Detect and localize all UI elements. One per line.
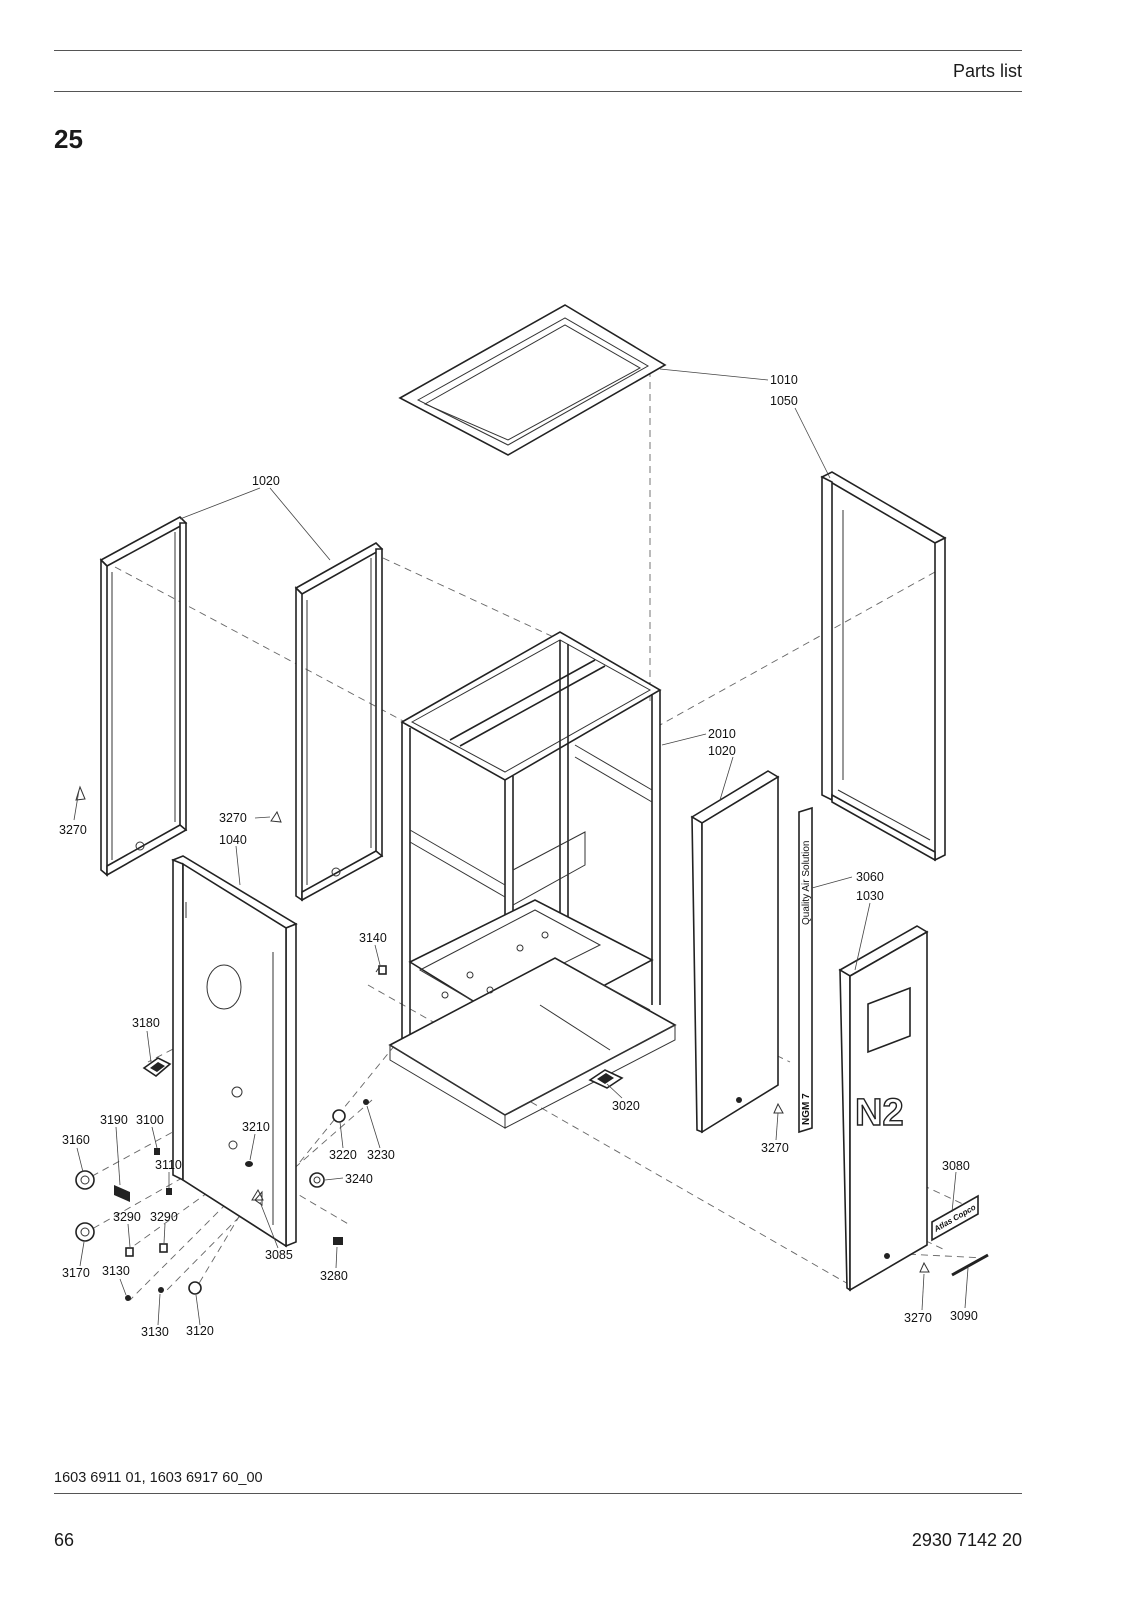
callout-1010: 1010 — [770, 373, 798, 387]
banner-decal-model: NGM 7 — [801, 1093, 812, 1125]
banner-decal: Quality Air Solution NGM 7 — [798, 806, 813, 1134]
callout-3020: 3020 — [612, 1099, 640, 1113]
callout-1040: 1040 — [219, 833, 247, 847]
callout-3290-left: 3290 — [113, 1210, 141, 1224]
n2-logo: N2 — [855, 1092, 904, 1134]
header-title: Parts list — [952, 61, 1022, 81]
callout-3270-right-panel: 3270 — [761, 1141, 789, 1155]
callout-3060: 3060 — [856, 870, 884, 884]
callout-3270-front: 3270 — [904, 1311, 932, 1325]
callout-1030: 1030 — [856, 889, 884, 903]
drawing-reference: 1603 6911 01, 1603 6917 60_00 — [54, 1470, 263, 1486]
banner-decal-text: Quality Air Solution — [801, 841, 812, 926]
callout-3110: 3110 — [155, 1158, 182, 1172]
callout-3170: 3170 — [62, 1266, 90, 1280]
callout-3090: 3090 — [950, 1309, 978, 1323]
callout-3100: 3100 — [136, 1113, 164, 1127]
callout-1050: 1050 — [770, 394, 798, 408]
callout-3270-mid: 3270 — [219, 811, 247, 825]
callout-3230: 3230 — [367, 1148, 395, 1162]
side-panel-middle — [294, 542, 384, 902]
callout-numbers: 1010 1050 1020 2010 1020 3270 3270 1040 … — [59, 373, 978, 1339]
base-frame — [388, 631, 677, 1129]
header-rule-bottom — [54, 91, 1022, 92]
callout-3270-left: 3270 — [59, 823, 87, 837]
document-number: 2930 7142 20 — [911, 1530, 1022, 1550]
callout-3085: 3085 — [265, 1248, 293, 1262]
side-panel-right — [690, 770, 780, 1134]
callout-1020-right: 1020 — [708, 744, 736, 758]
callout-2010: 2010 — [708, 727, 736, 741]
section-number: 25 — [54, 124, 83, 154]
brand-decal: Atlas Copco — [931, 1194, 979, 1242]
roof-panel — [398, 304, 667, 456]
header-rule-top — [54, 50, 1022, 51]
footer-rule — [54, 1493, 1022, 1494]
callout-3120: 3120 — [186, 1324, 214, 1338]
trim-strip — [951, 1253, 989, 1277]
callout-3210: 3210 — [242, 1120, 270, 1134]
callout-3280: 3280 — [320, 1269, 348, 1283]
callout-3190: 3190 — [100, 1113, 128, 1127]
callout-3180: 3180 — [132, 1016, 160, 1030]
small-parts — [75, 785, 930, 1301]
door-panel-left — [171, 855, 298, 1248]
side-panel-left — [99, 516, 188, 877]
callout-3080: 3080 — [942, 1159, 970, 1173]
callout-3290-right: 3290 — [150, 1210, 178, 1224]
callout-3240: 3240 — [345, 1172, 373, 1186]
leader-lines — [73, 368, 969, 1326]
callout-3160: 3160 — [62, 1133, 90, 1147]
callout-3130-lower: 3130 — [141, 1325, 169, 1339]
back-panel-right — [820, 471, 947, 862]
callout-3220: 3220 — [329, 1148, 357, 1162]
callout-3140: 3140 — [359, 931, 387, 945]
page-number: 66 — [54, 1530, 75, 1550]
front-panel-right: N2 — [838, 925, 929, 1292]
callout-1020-top: 1020 — [252, 474, 280, 488]
callout-3130-upper: 3130 — [102, 1264, 130, 1278]
